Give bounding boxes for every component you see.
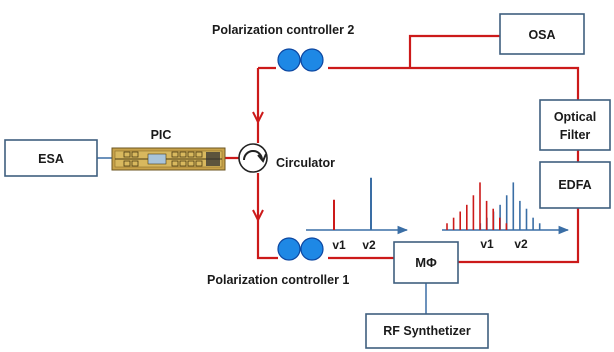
- spectrum-right: v1 v2: [442, 182, 570, 251]
- spectrum-left-v2-label: v2: [362, 238, 376, 252]
- esa-label: ESA: [38, 152, 64, 166]
- edfa-label: EDFA: [558, 178, 591, 192]
- pc2-label: Polarization controller 2: [212, 23, 354, 37]
- circulator-arrow-icon: [257, 153, 267, 163]
- optical-filter-label-2: Filter: [560, 128, 591, 142]
- optical-filter-box: Optical Filter: [539, 99, 611, 151]
- fiber-to-osa: [408, 34, 500, 68]
- optical-filter-label-1: Optical: [554, 110, 596, 124]
- polarization-controller-1: [277, 237, 324, 261]
- esa-box: ESA: [4, 139, 98, 177]
- arrow-down-top: [252, 111, 264, 125]
- spectrum-left: v1 v2: [306, 177, 409, 252]
- circulator: [238, 143, 268, 173]
- fiber-top-b: [328, 66, 580, 100]
- spectrum-right-v1-label: v1: [480, 237, 494, 251]
- rf-synthesizer-box: RF Synthetizer: [365, 313, 489, 349]
- circulator-label: Circulator: [276, 156, 335, 170]
- arrow-down-bottom: [252, 209, 264, 223]
- fiber-bottom-left: [256, 173, 278, 260]
- pic-label: PIC: [151, 128, 172, 142]
- osa-box: OSA: [499, 13, 585, 55]
- osa-label: OSA: [528, 28, 555, 42]
- pc1-label: Polarization controller 1: [207, 273, 349, 287]
- pic-chip: [111, 147, 226, 171]
- fiber-edfa-mod: [458, 208, 580, 264]
- optical-path: [225, 34, 580, 264]
- spectrum-right-v2-label: v2: [514, 237, 528, 251]
- modulator-box: MΦ: [393, 241, 459, 284]
- modulator-label: MΦ: [415, 255, 437, 270]
- edfa-box: EDFA: [539, 161, 611, 209]
- spectrum-left-v1-label: v1: [332, 238, 346, 252]
- polarization-controller-2: [277, 48, 324, 72]
- rf-synth-label: RF Synthetizer: [383, 324, 471, 338]
